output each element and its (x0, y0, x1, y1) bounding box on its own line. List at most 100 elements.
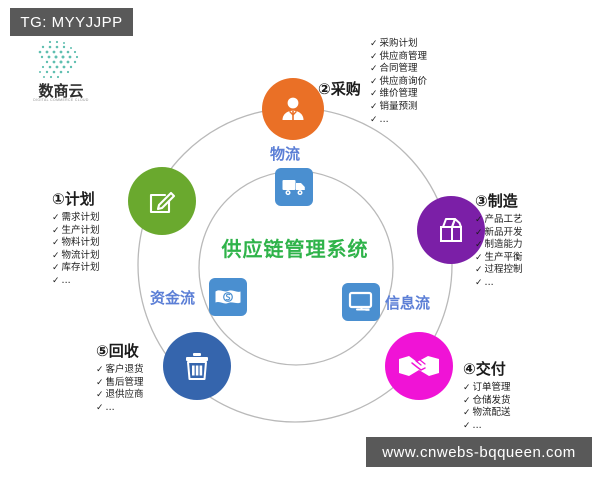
check-icon: ✓ (463, 420, 471, 431)
stage-list-item: ✓库存计划 (52, 262, 100, 275)
stage-list-item-label: ... (61, 274, 71, 286)
stage-list-item: ✓维价管理 (370, 88, 427, 101)
watermark-top: TG: MYYJJPP (10, 8, 133, 36)
stage-list-item: ✓合同管理 (370, 63, 427, 76)
stage-list-item-label: 供应商询价 (379, 75, 428, 87)
stage-block-plan: ①计划 ✓需求计划✓生产计划✓物料计划✓物流计划✓库存计划✓... (52, 188, 100, 288)
flow-tile-capital[interactable] (209, 278, 247, 316)
monitor-icon (348, 291, 373, 311)
stage-list-item: ✓... (370, 114, 427, 127)
stage-list-item-label: 制造能力 (484, 239, 523, 251)
stage-node-manufacture[interactable] (417, 196, 485, 264)
stage-title-manufacture: ③制造 (475, 192, 518, 210)
center-title: 供应链管理系统 (221, 237, 369, 261)
logo-dot-pattern (38, 40, 79, 79)
stage-list-item-label: 退供应商 (105, 389, 144, 401)
stage-list-item: ✓新品开发 (475, 227, 523, 240)
stage-node-purchase[interactable] (262, 78, 324, 140)
stage-node-deliver[interactable] (385, 332, 453, 400)
stage-list-deliver: ✓订单管理✓仓储发货✓物流配送✓... (463, 382, 511, 432)
flow-tile-info[interactable] (342, 283, 380, 321)
stage-list-item-label: 产品工艺 (484, 214, 523, 225)
stage-list-item: ✓... (475, 277, 523, 290)
check-icon: ✓ (52, 263, 60, 274)
stage-list-item-label: 过程控制 (484, 264, 523, 276)
flow-label-logistics: 物流 (270, 145, 301, 163)
check-icon: ✓ (96, 402, 104, 413)
logo-tagline: DIGITAL COMMERCE CLOUD (33, 98, 89, 102)
stage-list-item: ✓退供应商 (96, 389, 144, 402)
stage-list-item-label: ... (472, 419, 482, 431)
stage-list-recycle: ✓客户退货✓售后管理✓退供应商✓... (96, 364, 144, 414)
check-icon: ✓ (370, 89, 378, 100)
stage-list-item-label: 生产平衡 (484, 251, 523, 263)
stage-list-item-label: ... (379, 113, 389, 125)
flow-tile-logistics[interactable] (275, 168, 313, 206)
stage-list-item: ✓客户退货 (96, 364, 144, 377)
stage-list-item-label: 需求计划 (61, 212, 100, 223)
check-icon: ✓ (463, 395, 471, 406)
stage-block-purchase: ✓采购计划✓供应商管理✓合同管理✓供应商询价✓维价管理✓销量预测✓... (370, 38, 427, 126)
stage-list-item: ✓产品工艺 (475, 214, 523, 227)
check-icon: ✓ (52, 238, 60, 249)
check-icon: ✓ (370, 114, 378, 125)
check-icon: ✓ (370, 101, 378, 112)
stage-list-item: ✓售后管理 (96, 377, 144, 390)
check-icon: ✓ (475, 252, 483, 263)
check-icon: ✓ (463, 383, 471, 393)
stage-list-item: ✓... (463, 420, 511, 433)
watermark-bottom: www.cnwebs-bqqueen.com (366, 437, 592, 467)
check-icon: ✓ (96, 390, 104, 401)
stage-list-purchase: ✓采购计划✓供应商管理✓合同管理✓供应商询价✓维价管理✓销量预测✓... (370, 38, 427, 126)
truck-icon (282, 180, 305, 196)
stage-node-plan[interactable] (128, 167, 196, 235)
stage-block-deliver: ④交付 ✓订单管理✓仓储发货✓物流配送✓... (463, 358, 511, 432)
stage-list-item: ✓订单管理 (463, 382, 511, 395)
check-icon: ✓ (475, 277, 483, 288)
flow-label-info: 信息流 (385, 294, 431, 312)
stage-list-item: ✓... (96, 402, 144, 415)
stage-list-item-label: 客户退货 (105, 364, 144, 375)
check-icon: ✓ (370, 64, 378, 75)
check-icon: ✓ (463, 408, 471, 419)
logo-wordmark: 数商云 (38, 82, 84, 100)
stage-list-manufacture: ✓产品工艺✓新品开发✓制造能力✓生产平衡✓过程控制✓... (475, 214, 523, 290)
check-icon: ✓ (370, 51, 378, 62)
stage-list-item: ✓采购计划 (370, 38, 427, 51)
stage-list-item: ✓销量预测 (370, 101, 427, 114)
stage-list-item-label: 订单管理 (472, 382, 511, 393)
stage-list-item-label: 生产计划 (61, 224, 100, 236)
check-icon: ✓ (475, 215, 483, 225)
carton-box-icon (440, 218, 462, 242)
stage-list-item-label: ... (484, 276, 494, 288)
stage-list-item-label: 维价管理 (379, 88, 418, 100)
stage-node-recycle[interactable] (163, 332, 231, 400)
check-icon: ✓ (52, 275, 60, 286)
check-icon: ✓ (475, 240, 483, 251)
check-icon: ✓ (96, 377, 104, 388)
check-icon: ✓ (370, 39, 378, 49)
stage-list-item-label: 采购计划 (379, 38, 418, 49)
stage-list-item-label: 新品开发 (484, 226, 523, 238)
stage-title-plan: ①计划 (52, 190, 95, 208)
check-icon: ✓ (96, 365, 104, 375)
check-icon: ✓ (52, 213, 60, 223)
stage-list-item-label: ... (105, 401, 115, 413)
stage-list-item-label: 合同管理 (379, 63, 418, 75)
stage-list-item: ✓... (52, 275, 100, 288)
stage-title-recycle: ⑤回收 (96, 342, 139, 360)
stage-list-item-label: 库存计划 (61, 262, 100, 274)
trash-bin-icon (186, 353, 208, 380)
stage-list-item: ✓生产平衡 (475, 252, 523, 265)
check-icon: ✓ (52, 250, 60, 261)
stage-list-plan: ✓需求计划✓生产计划✓物料计划✓物流计划✓库存计划✓... (52, 212, 100, 288)
money-icon (215, 290, 241, 304)
stage-list-item: ✓生产计划 (52, 225, 100, 238)
stage-list-item-label: 物流配送 (472, 407, 511, 419)
stage-list-item-label: 销量预测 (379, 100, 418, 112)
stage-list-item-label: 售后管理 (105, 376, 144, 388)
handshake-icon (399, 356, 439, 376)
user-icon (282, 97, 304, 120)
stage-list-item: ✓需求计划 (52, 212, 100, 225)
